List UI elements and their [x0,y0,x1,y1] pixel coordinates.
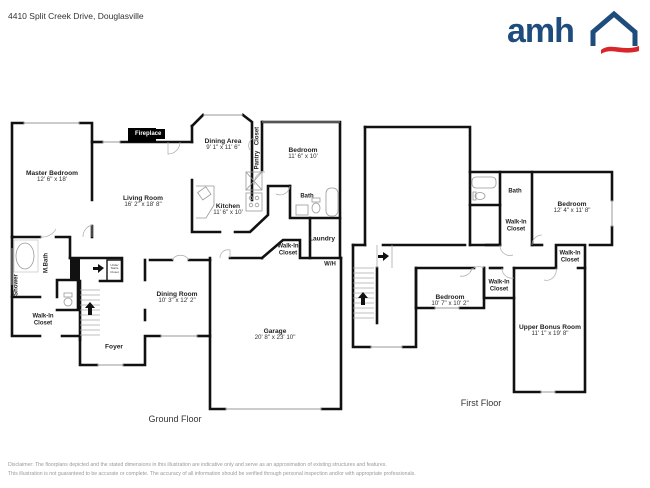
room-foyer: Foyer [105,343,123,351]
disclaimer-line-1: Disclaimer: The floorplans depicted and … [8,462,387,468]
room-walk-in-closet-master: Walk-In Closet [32,313,54,326]
room-bedroom-first-west: Bedroom 10' 7" x 10' 2" [431,293,469,308]
logo-text: amh [507,12,575,50]
room-laundry: Laundry [308,235,336,243]
room-shower: Shower [13,274,20,296]
room-dining-room: Dining Room 10' 3" x 12' 2" [156,290,198,305]
house-roof-icon [590,10,639,54]
ground-floor-title: Ground Floor [148,414,202,424]
first-floor-title: First Floor [460,398,502,408]
fireplace-label: Fireplace [131,129,166,139]
stair-up-arrow-icon [85,302,95,315]
room-kitchen: Kitchen 11' 6" x 10' [213,202,243,217]
room-closet: Closet [254,126,261,146]
room-garage: Garage 20' 8" x 23' 10" [254,327,296,342]
room-walk-in-closet-first-3: Walk-In Closet [488,279,510,292]
room-dining-area: Dining Area 9' 1" x 11' 6" [204,137,242,152]
room-master-bedroom: Master Bedroom 12' 6" x 18' [25,169,79,184]
room-bedroom-first-east: Bedroom 12' 4" x 11' 8" [553,200,591,215]
room-walk-in-closet-ground: Walk-In Closet [277,243,299,256]
disclaimer-line-2: This illustration is not guaranteed to b… [8,471,416,478]
under-stairs-closet-label: Under Stairs Closet [110,263,119,274]
room-bath-ground: Bath [300,193,314,200]
room-upper-bonus-room: Upper Bonus Room 11' 1" x 19' 8" [519,323,581,338]
stair-right-arrow-icon [93,264,104,273]
room-bath-first: Bath [508,188,522,195]
room-master-bath: M.Bath [43,253,50,273]
room-living-room: Living Room 16' 2" x 18' 8" [123,194,163,209]
disclaimer: Disclaimer: The floorplans depicted and … [8,461,416,479]
water-heater-label: W/H [324,261,336,268]
room-bedroom-ground: Bedroom 11' 6" x 10' [288,146,318,161]
stair-right-arrow-icon-2 [378,252,389,261]
room-pantry: Pantry [254,150,261,170]
room-walk-in-closet-first-1: Walk-In Closet [505,219,527,232]
room-walk-in-closet-first-2: Walk-In Closet [559,250,581,263]
property-address: 4410 Split Creek Drive, Douglasville [8,11,144,21]
amh-logo: amh [505,8,640,54]
stair-up-arrow-icon-2 [358,292,368,305]
